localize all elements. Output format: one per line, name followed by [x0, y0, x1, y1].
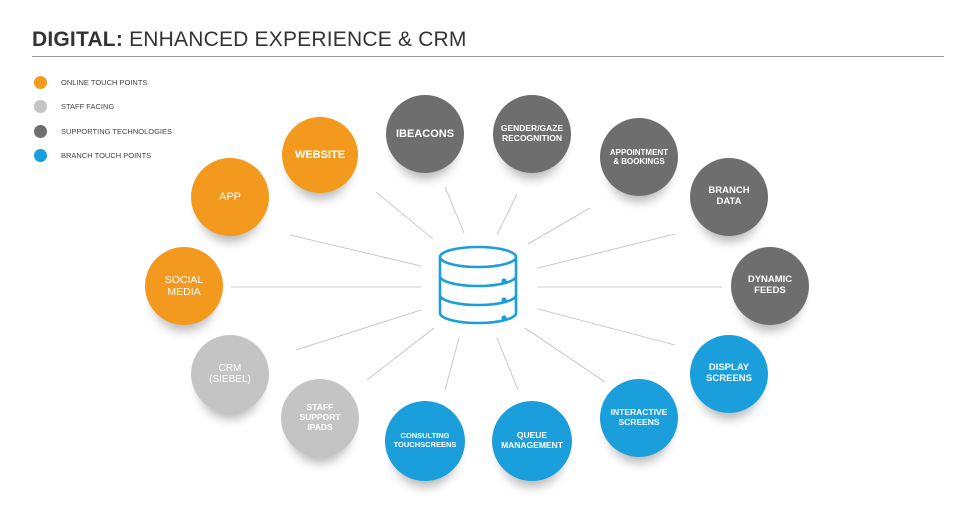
legend-swatch-supporting — [34, 124, 47, 138]
legend-label-branch: BRANCH TOUCH POINTS — [61, 151, 152, 161]
node-gender-gaze-recognition: GENDER/GAZE RECOGNITION — [493, 95, 571, 173]
legend-item-staff: STAFF FACING — [34, 95, 172, 120]
node-app: APP — [191, 158, 269, 236]
legend-swatch-staff — [34, 100, 47, 114]
spoke-line-staff-support-ipads — [366, 327, 435, 381]
spoke-line-crm-siebel — [295, 309, 422, 351]
node-queue-management: QUEUE MANAGEMENT — [492, 401, 572, 481]
node-dynamic-feeds: DYNAMIC FEEDS — [731, 247, 809, 325]
legend-item-branch: BRANCH TOUCH POINTS — [34, 144, 172, 169]
legend-label-online: ONLINE TOUCH POINTS — [61, 77, 148, 87]
legend-label-supporting: SUPPORTING TECHNOLOGIES — [61, 126, 172, 136]
spoke-line-app — [289, 234, 422, 267]
node-website: WEBSITE — [282, 117, 358, 193]
title-divider — [32, 56, 944, 57]
page-title: DIGITAL: ENHANCED EXPERIENCE & CRM — [32, 28, 467, 52]
node-interactive-screens: INTERACTIVE SCREENS — [600, 379, 678, 457]
database-icon — [438, 245, 518, 325]
node-branch-data: BRANCH DATA — [690, 158, 768, 236]
spoke-line-queue-management — [496, 337, 519, 391]
legend-swatch-online — [34, 75, 47, 89]
spoke-line-branch-data — [537, 233, 676, 269]
legend: ONLINE TOUCH POINTS STAFF FACING SUPPORT… — [34, 70, 172, 168]
spoke-line-gender-gaze-recognition — [496, 193, 518, 236]
spoke-line-display-screens — [537, 308, 676, 346]
node-appointment-bookings: APPOINTMENT & BOOKINGS — [600, 118, 678, 196]
node-display-screens: DISPLAY SCREENS — [690, 335, 768, 413]
page-title-rest: ENHANCED EXPERIENCE & CRM — [123, 28, 467, 51]
legend-item-online: ONLINE TOUCH POINTS — [34, 70, 172, 95]
node-staff-support-ipads: STAFF SUPPORT IPADS — [281, 379, 359, 457]
spoke-line-appointment-bookings — [527, 207, 591, 245]
page-title-bold: DIGITAL: — [32, 28, 124, 51]
legend-swatch-branch — [34, 149, 47, 163]
spoke-line-consulting-touchscreens — [444, 337, 460, 391]
spoke-line-website — [375, 191, 434, 240]
spoke-line-ibeacons — [444, 186, 465, 234]
node-ibeacons: IBEACONS — [386, 95, 464, 173]
node-consulting-touchscreens: CONSULTING TOUCHSCREENS — [385, 401, 465, 481]
legend-item-supporting: SUPPORTING TECHNOLOGIES — [34, 119, 172, 144]
node-social-media: SOCIAL MEDIA — [145, 247, 223, 325]
node-crm-siebel: CRM (SIEBEL) — [191, 335, 269, 413]
legend-label-staff: STAFF FACING — [61, 102, 115, 112]
spoke-line-interactive-screens — [524, 327, 606, 383]
